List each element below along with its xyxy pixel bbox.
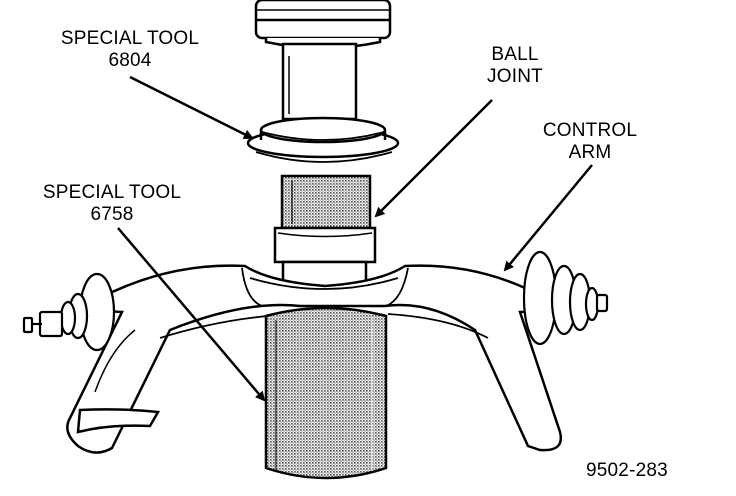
arrow-control-arm [503, 164, 593, 272]
label-ball-joint: BALL JOINT [470, 44, 560, 88]
label-line: ARM [568, 142, 612, 163]
right-bushing [522, 250, 609, 346]
label-line: JOINT [487, 66, 543, 87]
figure-number: 9502-283 [586, 460, 668, 481]
label-line: 6758 [90, 204, 134, 225]
label-special-tool-6758: SPECIAL TOOL 6758 [22, 182, 202, 226]
left-bushing [22, 272, 116, 352]
press-ram [254, 0, 392, 50]
arrow-tool-6758 [117, 227, 266, 402]
special-tool-6804 [246, 42, 400, 163]
leader-lines [117, 75, 593, 402]
label-line: BALL [491, 44, 539, 65]
arrow-tool-6804 [129, 75, 254, 140]
label-line: SPECIAL TOOL [42, 182, 182, 203]
label-special-tool-6804: SPECIAL TOOL 6804 [40, 28, 220, 72]
ball-joint [273, 174, 377, 290]
arrow-ball-joint [374, 99, 493, 218]
label-control-arm: CONTROL ARM [530, 120, 650, 164]
special-tool-6758 [264, 306, 388, 480]
label-line: 6804 [108, 50, 152, 71]
label-line: CONTROL [542, 120, 638, 141]
label-line: SPECIAL TOOL [60, 28, 200, 49]
